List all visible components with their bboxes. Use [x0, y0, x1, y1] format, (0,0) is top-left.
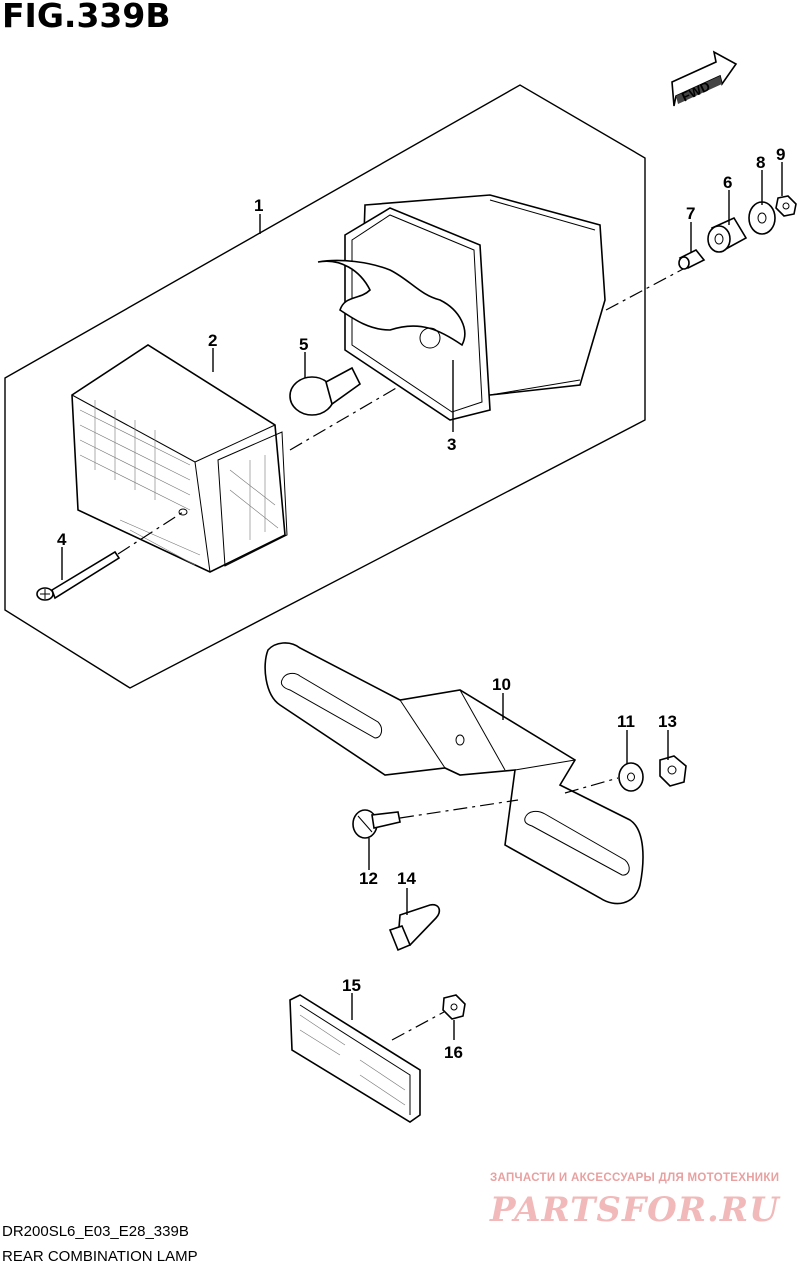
screw-4[interactable] [36, 550, 121, 601]
part-label-8: 8 [756, 153, 765, 172]
part-label-5: 5 [299, 335, 308, 354]
part-label-3: 3 [447, 435, 456, 454]
bulb-5[interactable] [289, 366, 362, 416]
lamp-housing-3[interactable] [317, 194, 606, 421]
fwd-arrow-icon: FWD [671, 50, 738, 107]
part-label-6: 6 [723, 173, 732, 192]
part-label-15: 15 [342, 976, 361, 995]
washer-11[interactable] [618, 762, 644, 792]
bracket-10[interactable] [264, 642, 644, 905]
leader-lines [61, 162, 783, 1040]
part-label-13: 13 [658, 712, 677, 731]
part-label-9: 9 [776, 145, 785, 164]
part-label-14: 14 [397, 869, 416, 888]
grommet-6[interactable] [707, 216, 748, 253]
lamp-assembly-outline [4, 84, 646, 689]
diagram-caption: REAR COMBINATION LAMP [2, 1248, 198, 1265]
nut-13[interactable] [659, 755, 687, 787]
collar-7[interactable] [678, 248, 706, 270]
part-label-4: 4 [57, 530, 67, 549]
diagram-code: DR200SL6_E03_E28_339B [2, 1223, 189, 1240]
part-label-12: 12 [359, 869, 378, 888]
lamp-lens[interactable] [71, 344, 288, 573]
part-label-7: 7 [686, 204, 695, 223]
watermark-tagline: ЗАПЧАСТИ И АКСЕССУАРЫ ДЛЯ МОТОТЕХНИКИ [490, 1172, 780, 1184]
part-label-2: 2 [208, 331, 217, 350]
bolt-12[interactable] [352, 809, 401, 839]
nut-16[interactable] [442, 994, 466, 1020]
nut-9[interactable] [775, 195, 797, 217]
part-label-1: 1 [254, 196, 263, 215]
part-label-10: 10 [492, 675, 511, 694]
reflector-15[interactable] [289, 994, 421, 1123]
part-label-16: 16 [444, 1043, 463, 1062]
figure-title: FIG.339B [2, 0, 171, 35]
clip-14[interactable] [388, 903, 441, 952]
watermark-logo: PARTSFOR.RU [490, 1190, 780, 1230]
part-label-11: 11 [617, 712, 635, 731]
washer-8[interactable] [748, 201, 776, 235]
